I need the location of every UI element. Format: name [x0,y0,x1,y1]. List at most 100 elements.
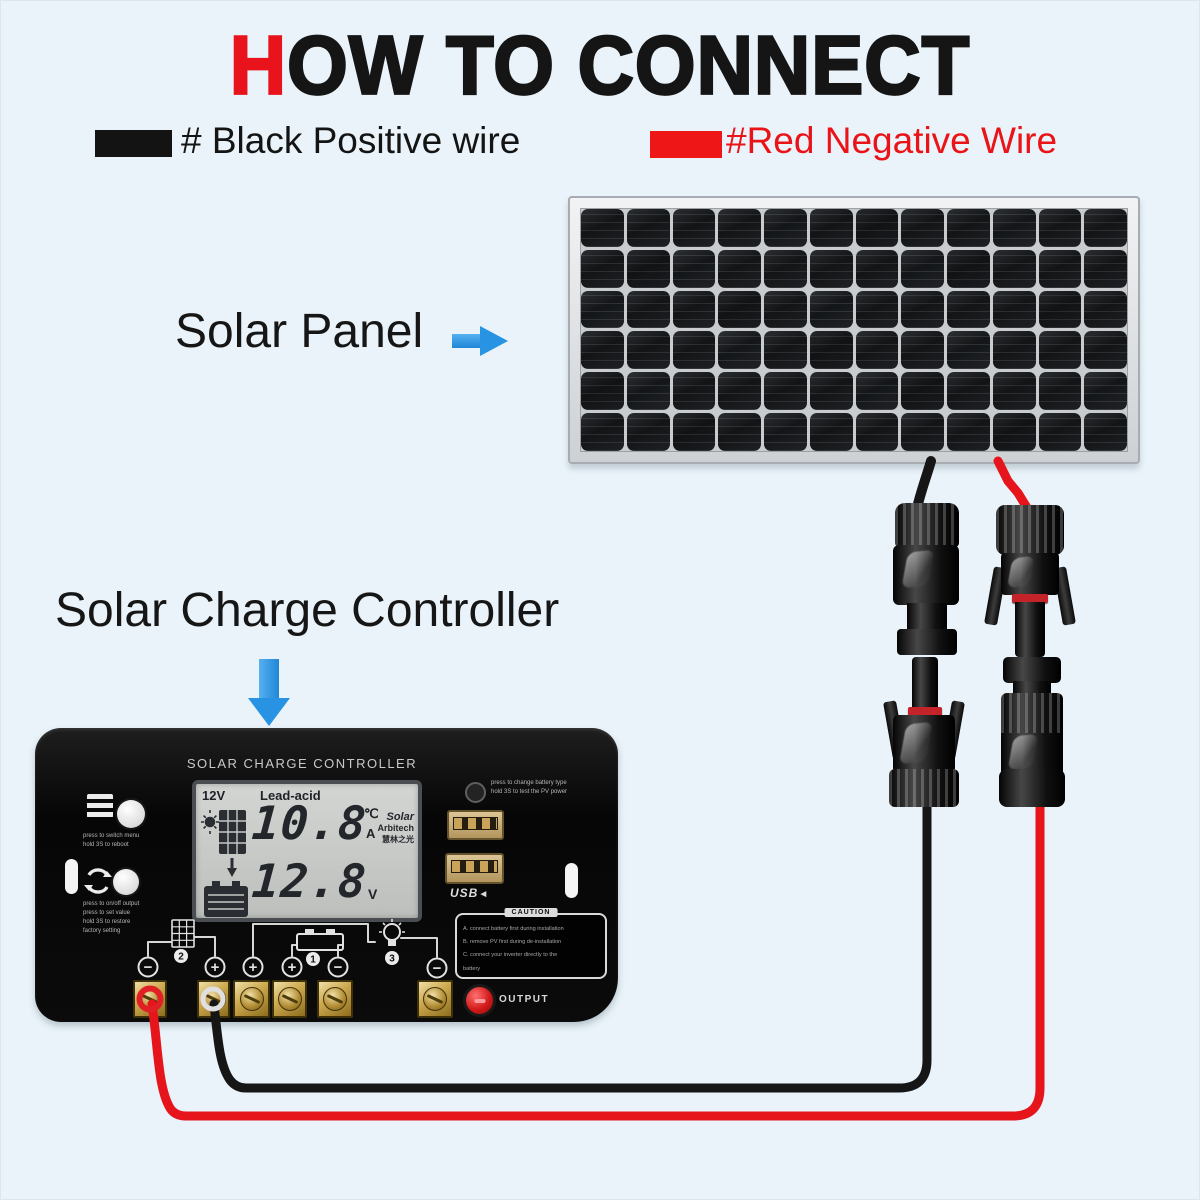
menu-button-note: press to switch menu hold 3S to reboot [83,832,195,850]
solar-cell [1038,209,1082,247]
screw-slot [326,994,344,1004]
screw [239,987,264,1011]
solar-cell [855,413,899,451]
battery-button-note: press to change battery type hold 3S to … [491,779,617,797]
terminal-symbol: − [334,959,343,976]
solar-cell [764,290,807,329]
set-button-note: press to on/off output press to set valu… [83,900,195,936]
screw [323,987,347,1011]
solar-cell [581,372,624,411]
solar-cell [764,249,807,288]
solar-cell [1084,331,1127,370]
solar-cell [672,372,716,411]
solar-cell [718,372,761,411]
screw [277,987,302,1011]
solar-cell [672,331,716,370]
solar-cell [672,413,716,451]
solar-cell [855,331,899,370]
solar-panel [568,196,1140,464]
panel-grid [580,208,1128,452]
usb-label: USB◄ [450,886,489,900]
solar-cell [718,331,761,370]
solar-cell [855,290,899,329]
usb-contacts [451,860,498,873]
terminal-battery-plus [272,980,307,1018]
screw [138,987,162,1011]
title-lead-letter: H [228,17,288,113]
solar-cell [626,209,670,247]
connector-shaft [1015,602,1045,657]
mc4-female-connector-top [891,503,963,655]
left-mounting-hole [65,859,78,894]
solar-cell [1084,372,1127,411]
solar-cell [581,209,624,247]
terminal-symbol: − [433,960,442,977]
solar-cell [901,372,944,411]
menu-icon [87,794,113,818]
solar-cell [626,413,670,451]
usb-text: USB [450,886,479,900]
arrow-right-head [480,326,508,356]
solar-cell [1084,290,1127,329]
load-bulb-icon [379,919,405,946]
solar-cell [764,413,807,451]
solar-cell [809,290,853,329]
connector-highlight [1007,733,1039,771]
solar-cell [626,249,670,288]
terminal-symbol: + [211,959,220,976]
battery-type-button [465,782,486,803]
page-title: HOW TO CONNECT [0,17,1200,113]
lcd-current-value: 10.8 [250,796,369,850]
connector-base [999,769,1065,807]
step-load: 3 [389,954,395,965]
connector-red-band [908,707,942,716]
connector-highlight [1007,555,1035,589]
arrow-down-head [248,698,290,726]
screw [201,987,226,1011]
solar-cell [947,290,990,329]
connector-shaft [912,657,938,709]
terminal-solar-minus [133,980,167,1018]
refresh-icon [84,868,112,894]
solar-cell [581,290,624,329]
solar-cell [855,209,899,247]
solar-cell [672,290,716,329]
note-line: factory setting [83,928,121,934]
controller-title: SOLAR CHARGE CONTROLLER [186,756,418,771]
solar-cell [718,413,761,451]
solar-cell [809,331,853,370]
usb-contacts [453,817,498,830]
usb-arrow-icon: ◄ [478,889,490,900]
solar-cell [809,249,853,288]
connector-cap [996,505,1064,555]
note-line: press to on/off output [83,901,140,907]
solar-cell [947,209,990,247]
note-line: hold 3S to reboot [83,842,129,848]
connector-highlight [901,549,935,589]
solar-cell [992,209,1036,247]
connector-body [1001,553,1059,595]
panel-black-wire-stub [912,456,936,513]
solar-cell [581,413,624,451]
solar-cell [992,331,1036,370]
solar-cell [764,209,807,247]
mc4-female-connector-bottom [999,657,1065,807]
mc4-male-connector-top [984,505,1076,657]
lcd-display: 12V Lead-acid [192,780,422,922]
charge-controller: SOLAR CHARGE CONTROLLER 12V Lead-acid [35,728,618,1022]
red-wire-swatch [650,131,722,158]
step-battery: 1 [310,955,316,966]
lcd-voltage-value: 12.8 [250,854,369,908]
solar-cell [1038,372,1082,411]
terminal-solar-plus [197,980,230,1018]
connector-body [893,715,955,773]
connector-highlight [899,721,933,765]
connector-neck [1013,681,1051,695]
mc4-male-connector-bottom [883,657,965,807]
sun-icon [201,810,219,834]
solar-cell [764,372,807,411]
lcd-unit-volt: V [368,886,378,902]
connector-base [889,769,959,807]
pv-panel-icon [219,810,246,854]
